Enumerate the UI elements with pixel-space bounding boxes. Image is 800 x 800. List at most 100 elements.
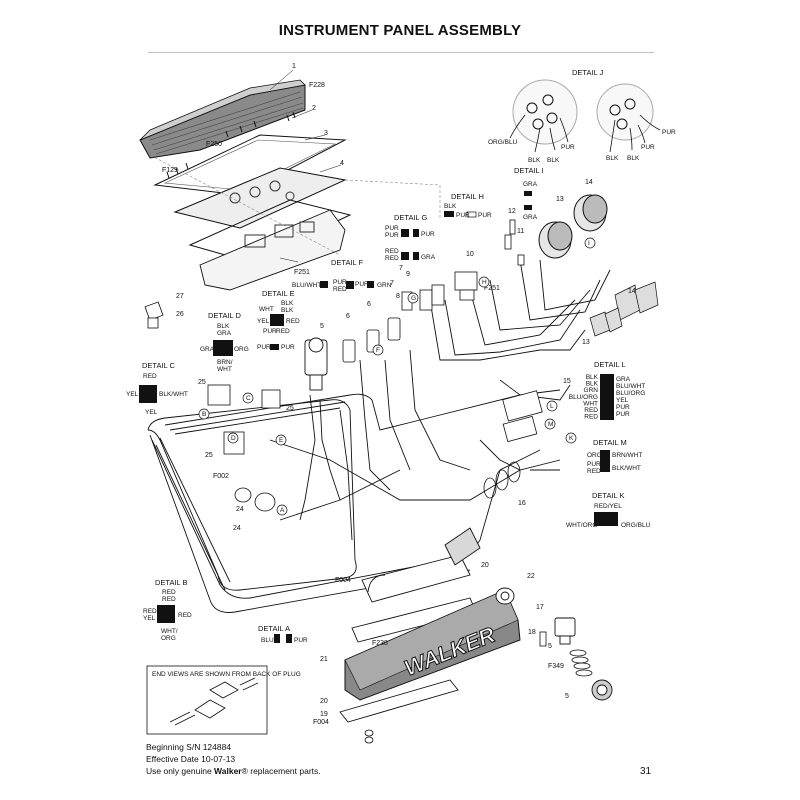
- switch-part-10: [454, 271, 478, 301]
- detail-f-title: DETAIL F: [331, 258, 364, 267]
- callout-14-b: 14: [628, 288, 636, 295]
- detail-e-wire-left-2: YEL: [257, 318, 270, 325]
- letter-l: L: [550, 403, 554, 410]
- detail-e-wire-bottom-right: PUR: [281, 344, 295, 351]
- detail-f-wire-2: PUR: [333, 279, 347, 286]
- detail-g-wire-3: PUR: [421, 231, 435, 238]
- washers-part-5: [569, 649, 593, 677]
- callout-12: 12: [508, 208, 516, 215]
- detail-l-right-wire: PUR: [616, 411, 630, 418]
- wiring-harness: [147, 259, 611, 613]
- detail-b-wire-3: RED/: [143, 608, 159, 615]
- detail-c-wire-top: RED: [143, 373, 157, 380]
- letter-c: C: [246, 395, 251, 402]
- assembly-guide-line: [344, 179, 441, 186]
- title-divider: [148, 52, 654, 53]
- detail-h-connector: [444, 211, 454, 217]
- callout-f004-b: F004: [313, 719, 329, 726]
- detail-g-title: DETAIL G: [394, 213, 428, 222]
- detail-j-gauge-right: [596, 83, 661, 153]
- letter-i: I: [588, 240, 590, 247]
- plate-part-20-lower: [339, 679, 459, 723]
- connector-letter-markers: [198, 237, 596, 516]
- callout-9: 9: [406, 271, 410, 278]
- cover-part-20-dark: [444, 527, 481, 566]
- detail-b-wire-2: RED: [162, 596, 176, 603]
- detail-c: DETAIL C RED YEL BLK/WHT YEL: [126, 361, 188, 416]
- detail-e-wire-1: BLK: [281, 300, 294, 307]
- plug-illustration: [169, 677, 259, 726]
- detail-g-connector-1: [401, 229, 409, 237]
- detail-l-left-wire: WHT: [583, 400, 598, 407]
- callout-f238: F238: [372, 640, 388, 647]
- detail-l-left-wire: RED: [584, 407, 598, 414]
- detail-e-connector-2: [270, 344, 279, 350]
- callout-15: 15: [563, 378, 571, 385]
- detail-i-wire-2: GRA: [523, 214, 538, 221]
- callout-f251-b: F251: [484, 285, 500, 292]
- footer-note-prefix: Use only genuine: [146, 766, 215, 776]
- detail-d: DETAIL D BLK GRA GRA ORG BRN/ WHT: [200, 311, 249, 373]
- detail-e: DETAIL E BLK BLK WHT YEL RED PUR RED PUR…: [257, 289, 300, 351]
- detail-m-wire-r2: BLK/WHT: [612, 465, 641, 472]
- callout-3: 3: [324, 130, 328, 137]
- callout-24-a: 24: [236, 506, 244, 513]
- callout-1: 1: [292, 63, 296, 70]
- detail-b-wire-4: YEL: [143, 615, 156, 622]
- detail-g-connector-2: [413, 229, 419, 237]
- connector-bundle-part-15: [502, 390, 543, 443]
- detail-l-connector: [600, 374, 614, 420]
- ignition-switch-part-5: [304, 337, 328, 391]
- callout-27: 27: [176, 293, 184, 300]
- callout-19: 19: [320, 711, 328, 718]
- detail-l-left-wire: RED: [584, 414, 598, 421]
- plug-note-box: [146, 665, 268, 735]
- callout-14-a: 14: [585, 179, 593, 186]
- callout-6-b: 6: [367, 301, 371, 308]
- letter-f: F: [376, 347, 380, 354]
- bushing-part-22: [495, 587, 515, 605]
- key-switch-part-17: [554, 617, 576, 645]
- hour-meter-part-24: [234, 487, 276, 512]
- callout-13-a: 13: [556, 196, 564, 203]
- callout-f250: F250: [206, 141, 222, 148]
- detail-l-right-wire: BLU/ORG: [616, 390, 645, 397]
- page-title: INSTRUMENT PANEL ASSEMBLY: [278, 22, 522, 39]
- detail-d-title: DETAIL D: [208, 311, 242, 320]
- callout-f349: F349: [548, 663, 564, 670]
- gauge-part-14: [573, 194, 608, 232]
- callout-17: 17: [536, 604, 544, 611]
- callout-numbers: 1 F228 2 3 F250 F129 4 F251 F251 5 6 6 7…: [162, 63, 636, 726]
- callout-6-a: 6: [346, 313, 350, 320]
- detail-f-connector-1: [320, 281, 328, 288]
- switches-part-7-8-9: [401, 284, 445, 311]
- detail-j-wire-6: BLK: [627, 155, 640, 162]
- callout-f129: F129: [162, 167, 178, 174]
- letter-h: H: [482, 279, 487, 286]
- callout-21: 21: [320, 656, 328, 663]
- loop-clamps-part-16: [483, 461, 521, 499]
- page-number: 31: [640, 766, 652, 777]
- detail-d-wire-right: ORG: [234, 346, 249, 353]
- callout-7-b: 7: [399, 265, 403, 272]
- detail-h-connector-2: [466, 211, 477, 218]
- detail-c-connector: [139, 385, 157, 403]
- callout-11: 11: [517, 228, 524, 235]
- detail-e-title: DETAIL E: [262, 289, 295, 298]
- letter-m: M: [548, 421, 553, 428]
- detail-g-wire-4: RED: [385, 248, 399, 255]
- detail-b-wire-7: ORG: [161, 635, 176, 642]
- letter-e: E: [279, 437, 284, 444]
- detail-g: DETAIL G PUR PUR PUR RED RED GRA: [385, 213, 436, 262]
- detail-g-connector-4: [413, 252, 419, 260]
- detail-i: DETAIL I GRA GRA: [514, 166, 544, 221]
- detail-m-wire-l2: PUR: [587, 461, 601, 468]
- gauge-clips-part-14: [614, 281, 659, 321]
- detail-e-wire-2: BLK: [281, 307, 294, 314]
- detail-l-right-wire: GRA: [616, 376, 631, 383]
- detail-i-connector-1: [524, 191, 532, 196]
- detail-h: DETAIL H BLK PUR PUR: [444, 192, 492, 219]
- callout-18: 18: [528, 629, 536, 636]
